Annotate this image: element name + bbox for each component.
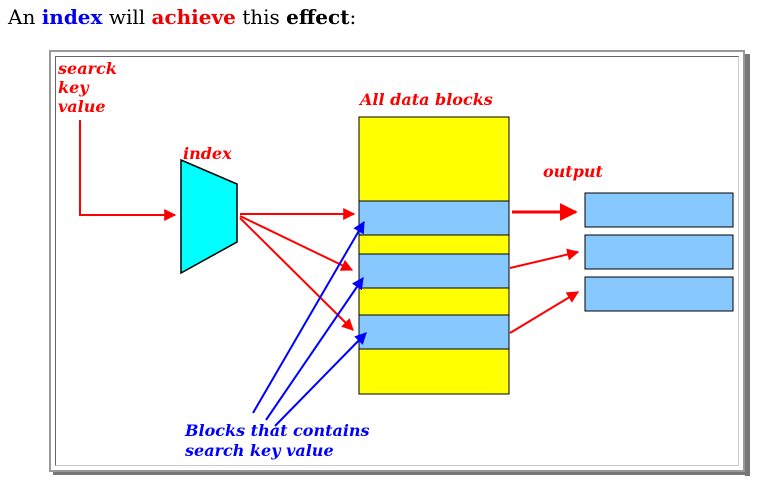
frame-shadow-right (745, 54, 750, 476)
diagram-frame-inner (55, 56, 739, 466)
block-2-to-output-arrow (509, 248, 580, 269)
heading: An index will achieve this effect: (8, 4, 356, 30)
matching-block-2 (358, 253, 510, 289)
note-to-block-3-arrow (274, 332, 367, 427)
heading-keyword-effect: effect (286, 5, 350, 29)
output-label: output (543, 162, 604, 181)
blocks-note-line1: Blocks that contains (184, 421, 370, 440)
index-to-block-2-arrow (239, 215, 354, 271)
note-to-block-1-arrow (252, 220, 365, 414)
search-key-label-line2: key (58, 78, 90, 97)
output-block-3 (584, 276, 734, 312)
search-key-arrow (79, 120, 177, 221)
search-key-label-line1: searck (57, 59, 117, 78)
all-data-blocks-label: All data blocks (358, 90, 493, 109)
heading-prefix: An (8, 5, 36, 29)
output-block-2 (584, 234, 734, 270)
block-3-to-output-arrow (509, 291, 580, 334)
note-to-block-2-arrow (265, 277, 364, 421)
index-to-block-3-arrow (239, 217, 354, 331)
matching-block-1 (358, 200, 510, 236)
matching-block-3 (358, 314, 510, 350)
frame-shadow-bottom (53, 470, 750, 475)
heading-keyword-index: index (41, 5, 103, 29)
index-shape (180, 158, 238, 275)
blocks-note-line2: search key value (184, 441, 334, 460)
output-block-1 (584, 192, 734, 228)
index-label: index (183, 144, 232, 163)
heading-suffix: : (349, 5, 357, 29)
search-key-label: searck key value (57, 59, 122, 116)
heading-mid1: will (108, 5, 146, 29)
heading-mid2: this (242, 5, 280, 29)
search-key-label-line3: value (58, 97, 106, 116)
blocks-note: Blocks that contains search key value (184, 421, 375, 460)
heading-keyword-achieve: achieve (151, 5, 236, 29)
